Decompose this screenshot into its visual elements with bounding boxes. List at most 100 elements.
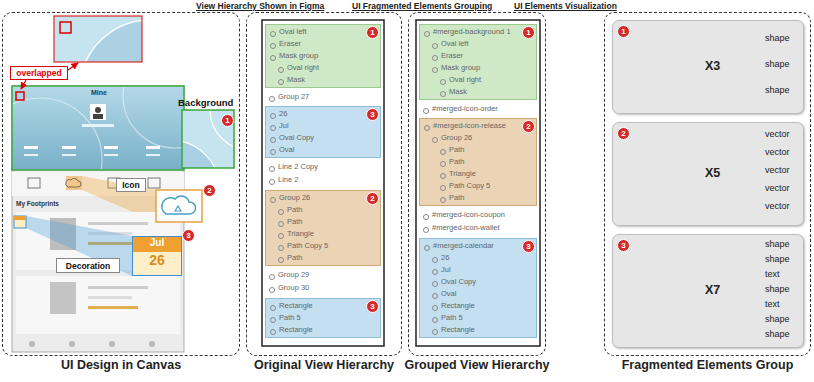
node-label: Decoration — [66, 261, 110, 271]
zoom-label: Background — [178, 97, 233, 108]
callout-number: 3 — [617, 239, 630, 252]
callout-number: 3 — [526, 242, 530, 251]
callout-number: 3 — [186, 231, 190, 240]
layer-row: Eraser — [431, 51, 463, 63]
layer-group: Group 26PathPathTrianglePath Copy 5Path2 — [265, 190, 381, 266]
callout-number: 2 — [203, 184, 216, 197]
section-header: UI Fragmented Elements Grouping — [352, 1, 492, 11]
node-label: Icon — [122, 180, 139, 190]
calendar-text: 26 — [133, 252, 181, 274]
screen-heading: My Footprints — [16, 200, 59, 207]
fragment-text: shape — [765, 85, 790, 97]
layer-row: #merged-icon-wallet — [422, 223, 500, 235]
dashed-panel: Grouped View Hierarchy#merged-background… — [408, 12, 546, 356]
callout-number: 3 — [366, 108, 379, 121]
layer-row: #merged-background 1 — [423, 27, 511, 39]
callout-number: 2 — [621, 129, 625, 138]
dashed-panel: Fragmented Elements GroupX3shapeshapesha… — [604, 12, 811, 356]
fragment-text: shape — [765, 314, 790, 326]
layer-row: Path — [439, 193, 464, 205]
callout-number: 3 — [370, 110, 374, 119]
layer-row: Path 5 — [431, 313, 463, 325]
decoration-tag: Decoration — [56, 258, 120, 273]
icon-tag: Icon — [116, 178, 146, 192]
layer-group: #merged-calendar26JulOval CopyOvalRectan… — [419, 238, 537, 338]
fragment-text: text — [765, 269, 780, 281]
fragment-text: vector — [765, 201, 790, 213]
layer-row: Path Copy 5 — [277, 241, 328, 253]
layer-row: Group 26 — [431, 133, 472, 145]
callout-number: 1 — [370, 28, 374, 37]
layer-row: Path 5 — [269, 313, 301, 325]
layer-row: Oval right — [277, 63, 319, 75]
layer-row: Mask group — [269, 51, 318, 63]
layer-row: Group 26 — [269, 193, 310, 205]
callout-number: 2 — [370, 194, 374, 203]
screen-title: Mine — [91, 89, 107, 96]
layer-group: #merged-icon-releaseGroup 26PathPathTria… — [419, 118, 537, 206]
layer-row: Path — [277, 217, 302, 229]
fragment-text: shape — [765, 59, 790, 71]
layer-row: Path — [277, 253, 302, 265]
fragment-text: vector — [765, 183, 790, 195]
layer-group: #merged-background 1Oval leftEraserMask … — [419, 24, 537, 100]
layer-row: Line 2 Copy — [268, 162, 318, 174]
callout-number: 1 — [621, 27, 625, 36]
callout-number: 2 — [522, 120, 535, 133]
layer-row: Line 2 — [268, 175, 298, 187]
callout-number: 1 — [522, 26, 535, 39]
callout-number: 1 — [225, 116, 229, 125]
callout-number: 2 — [207, 186, 211, 195]
layer-row: Rectangle — [269, 301, 313, 313]
layer-row: Eraser — [269, 39, 301, 51]
callout-number: 3 — [621, 241, 625, 250]
layer-row: Jul — [431, 265, 451, 277]
calendar-text: Jul — [133, 237, 181, 252]
layer-row: Rectangle — [431, 325, 475, 337]
callout-number: 1 — [221, 114, 234, 127]
layer-row: Rectangle — [431, 301, 475, 313]
fragment-text: shape — [765, 239, 790, 251]
layer-row: Group 29 — [268, 270, 309, 282]
layer-group: 26JulOval CopyOval3 — [265, 106, 381, 158]
layer-row: Mask — [277, 75, 305, 87]
layer-row: 26 — [431, 253, 449, 265]
layer-row: Triangle — [277, 229, 314, 241]
layer-row: Oval left — [431, 39, 469, 51]
layer-row: Oval left — [269, 27, 307, 39]
layer-row: #merged-icon-release — [423, 121, 506, 133]
callout-number: 1 — [526, 28, 530, 37]
layer-row: Rectangle — [269, 325, 313, 337]
dashed-panel: Original View HierarchyOval leftEraserMa… — [246, 12, 402, 356]
node-label: overlapped — [16, 68, 61, 78]
callout-number: 3 — [522, 240, 535, 253]
calendar-widget: Jul26 — [132, 236, 182, 276]
fragment-text: X7 — [705, 283, 720, 301]
fragment-box: X7shapeshapetextshapetextshapeshape3 — [612, 234, 804, 348]
callout-number: 2 — [366, 192, 379, 205]
callout-number: 3 — [182, 229, 195, 242]
layer-row: Oval — [431, 289, 456, 301]
layer-row: 26 — [269, 109, 287, 121]
layer-group: Oval leftEraserMask groupOval rightMask 1 — [265, 24, 381, 88]
fragment-text: X3 — [705, 59, 720, 77]
layer-row: Oval right — [439, 75, 481, 87]
fragment-text: shape — [765, 254, 790, 266]
fragment-text: shape — [765, 284, 790, 296]
section-header: View Hierarchy Shown in Figma — [196, 1, 324, 11]
layer-row: Mask — [439, 87, 467, 99]
layer-row: Path — [439, 157, 464, 169]
layer-row: Oval Copy — [269, 133, 314, 145]
fragment-text: vector — [765, 147, 790, 159]
fragment-box: X5vectorvectorvectorvectorvector2 — [612, 122, 804, 226]
layer-row: Group 27 — [268, 92, 309, 104]
callout-number: 1 — [617, 25, 630, 38]
fragment-text: X5 — [705, 166, 720, 184]
dashed-panel: UI Design in Canvasoverlapped1Icon2Decor… — [2, 12, 240, 356]
callout-number: 1 — [366, 26, 379, 39]
layer-row: Path Copy 5 — [439, 181, 490, 193]
fragment-text: shape — [765, 329, 790, 341]
layer-row: Triangle — [439, 169, 476, 181]
overlap-tag: overlapped — [10, 66, 68, 80]
